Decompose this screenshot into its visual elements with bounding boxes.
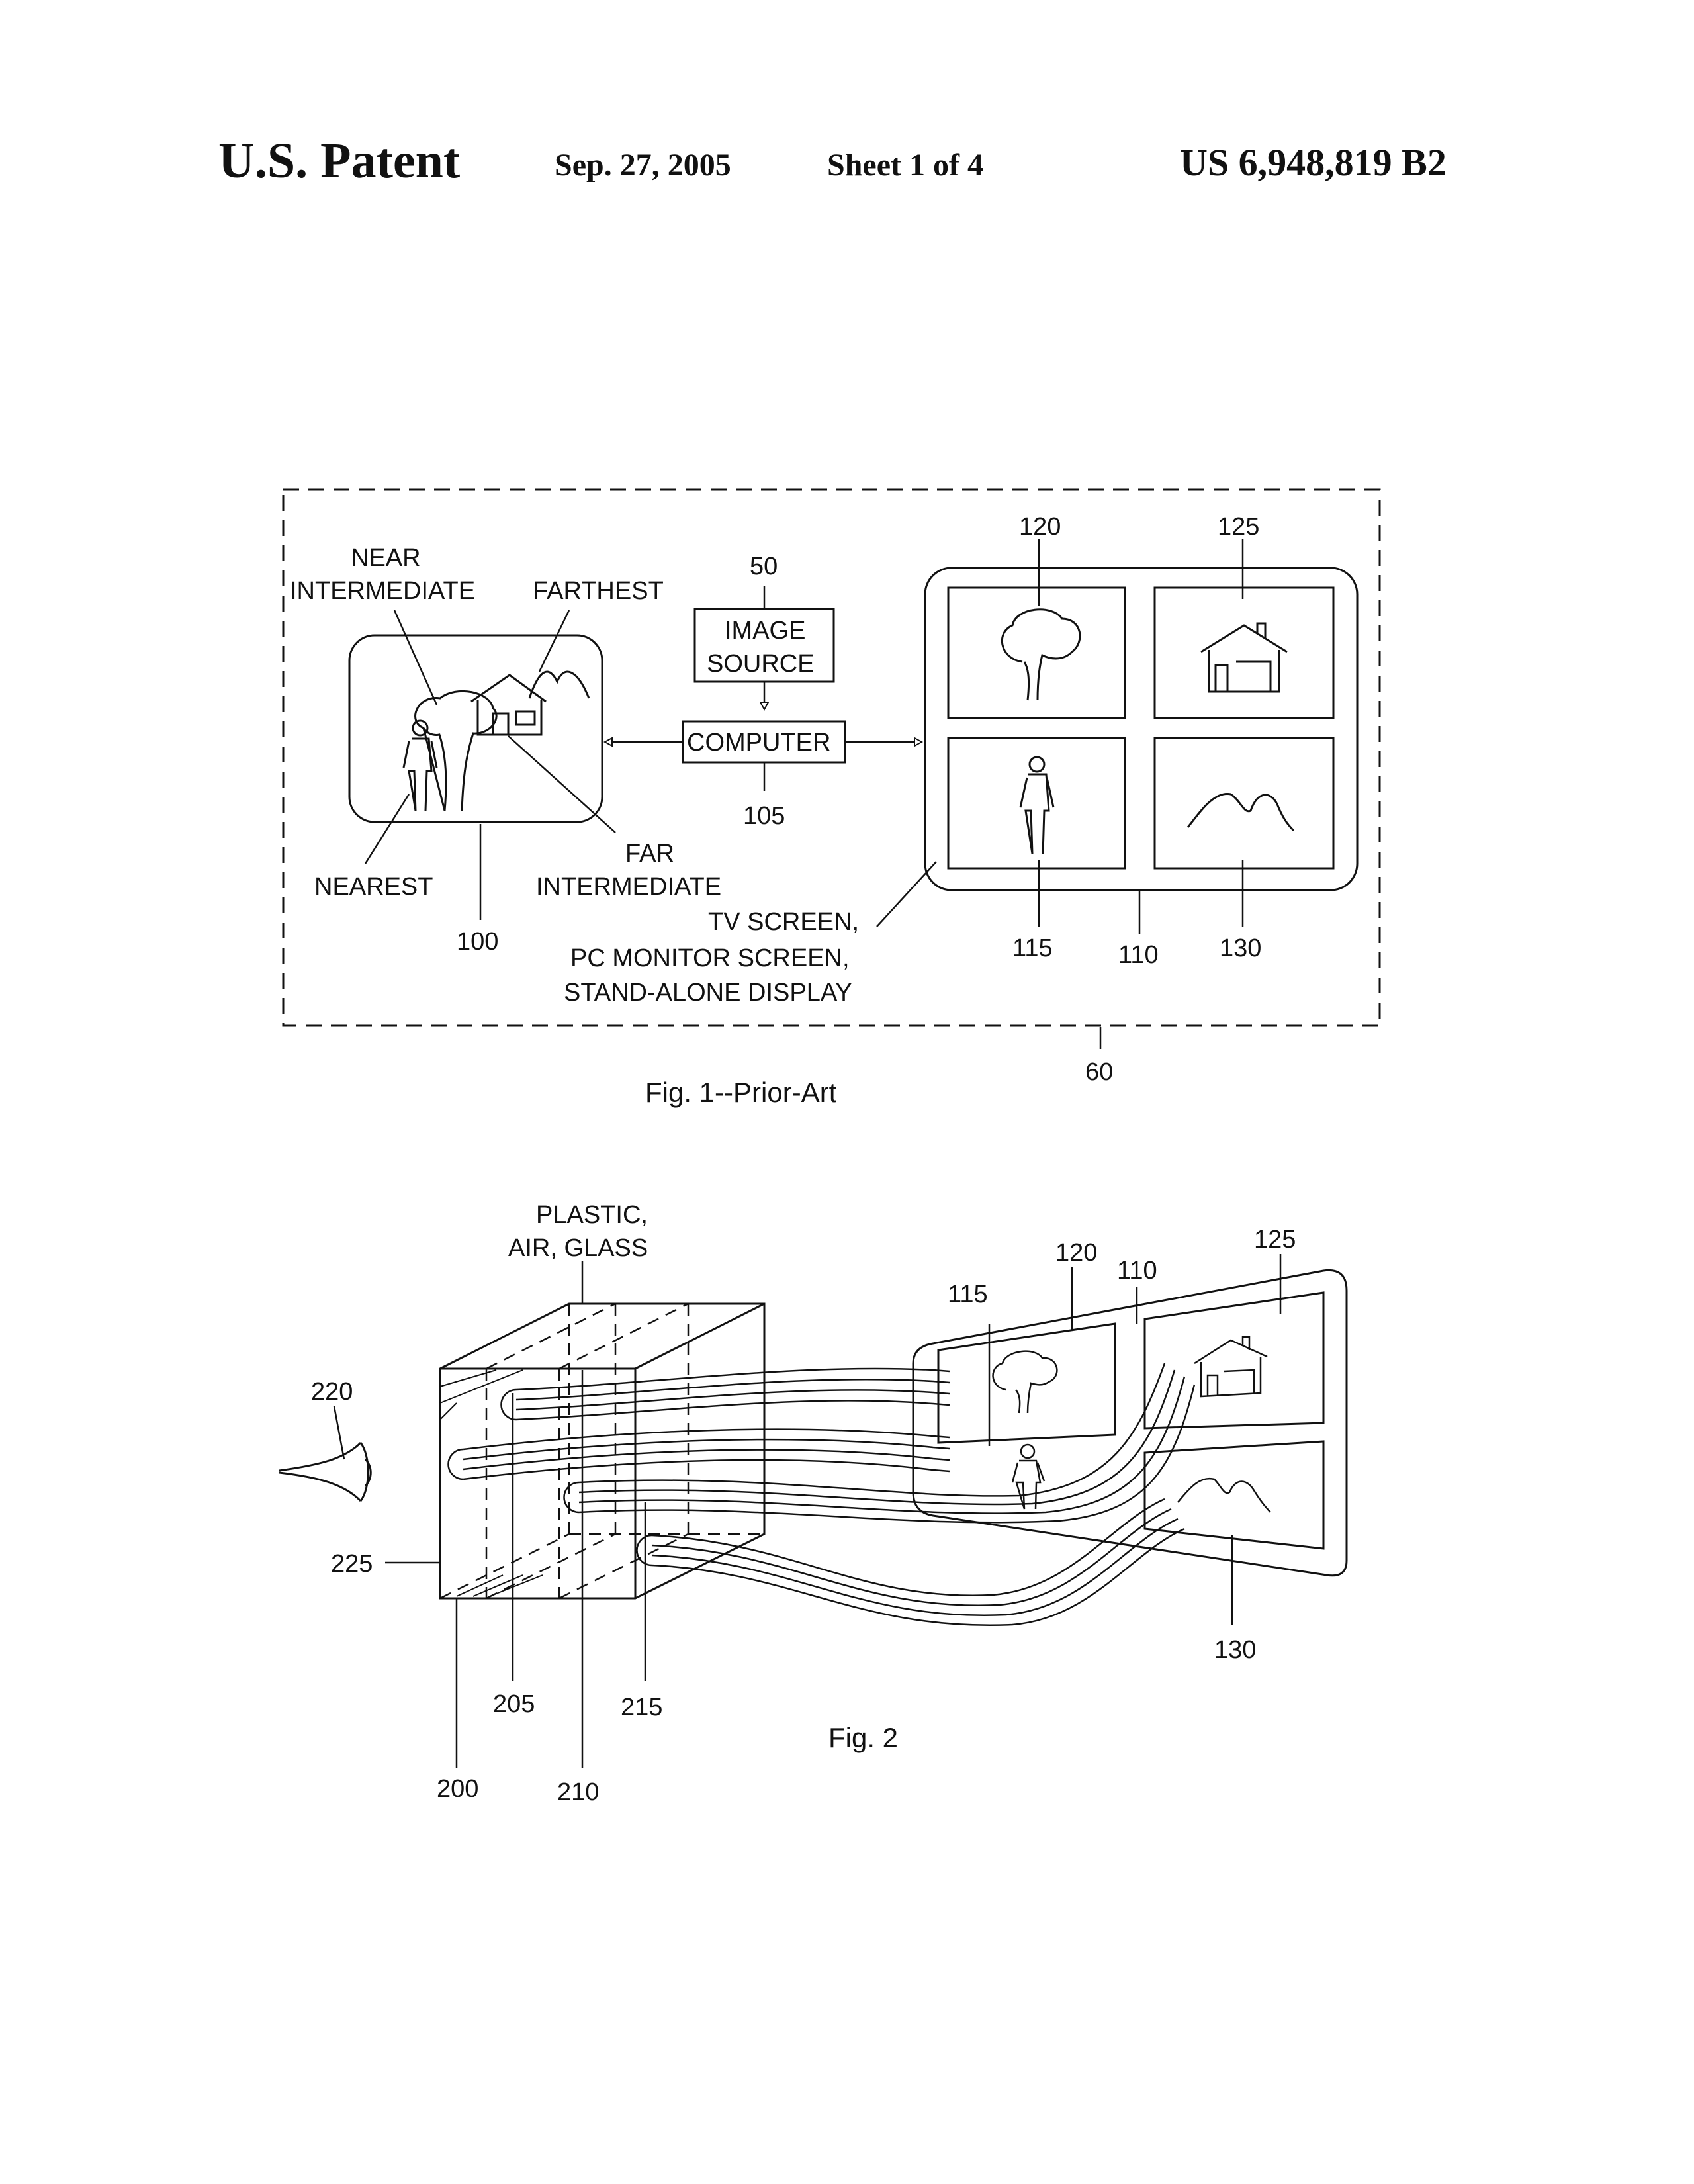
figure-2-labels: PLASTIC, AIR, GLASS 220 225 205 215 200 … <box>311 1201 1296 1806</box>
patent-date: Sep. 27, 2005 <box>555 148 731 183</box>
fiber-bundles <box>447 1363 1196 1626</box>
label-pc-monitor: PC MONITOR SCREEN, <box>570 944 850 972</box>
panel-person-icon <box>1019 756 1055 854</box>
fig1-caption: Fig. 1--Prior-Art <box>645 1077 837 1108</box>
system-boundary <box>282 488 1381 1027</box>
ref-105: 105 <box>743 802 785 830</box>
panel-house-icon <box>1200 622 1288 693</box>
sheet-number: Sheet 1 of 4 <box>827 148 983 183</box>
figure-1-labels: NEAR INTERMEDIATE FARTHEST NEAREST FAR I… <box>290 513 1261 1108</box>
display-frame <box>924 567 1359 891</box>
ref-220: 220 <box>311 1378 353 1406</box>
fig2-tree-icon <box>992 1350 1058 1414</box>
ref-120-fig2: 120 <box>1055 1239 1097 1267</box>
fig2-mountains-icon <box>1177 1477 1271 1513</box>
scene-tree-icon <box>414 690 498 811</box>
ref-215: 215 <box>621 1694 662 1721</box>
panel-tree-icon <box>1001 608 1081 701</box>
fig2-caption: Fig. 2 <box>828 1722 898 1753</box>
ref-205: 205 <box>493 1690 535 1718</box>
ref-130: 130 <box>1220 934 1261 962</box>
label-source: SOURCE <box>707 650 815 678</box>
label-nearest: NEAREST <box>314 873 433 901</box>
label-farthest: FARTHEST <box>533 577 664 605</box>
fig2-house-icon <box>1194 1336 1268 1398</box>
ref-210: 210 <box>557 1778 599 1806</box>
figure-2 <box>279 1254 1348 1768</box>
scene-frame <box>348 634 603 823</box>
label-stand-alone: STAND-ALONE DISPLAY <box>564 979 852 1007</box>
label-plastic: PLASTIC, <box>536 1201 648 1229</box>
ref-125-fig2: 125 <box>1254 1226 1296 1253</box>
label-far: FAR <box>625 840 674 868</box>
fig2-person-icon <box>1011 1443 1046 1510</box>
ref-60: 60 <box>1085 1058 1113 1086</box>
panel-130 <box>1153 737 1335 870</box>
label-tv-screen: TV SCREEN, <box>708 908 859 936</box>
ref-50: 50 <box>750 553 778 580</box>
patent-number: US 6,948,819 B2 <box>1180 141 1447 184</box>
label-air-glass: AIR, GLASS <box>508 1234 648 1262</box>
ref-125: 125 <box>1218 513 1259 541</box>
ref-225: 225 <box>331 1550 373 1578</box>
ref-110: 110 <box>1118 941 1159 969</box>
ref-115-fig2: 115 <box>948 1281 988 1308</box>
ref-130-fig2: 130 <box>1214 1636 1256 1664</box>
label-near: NEAR <box>351 544 421 572</box>
panel-115 <box>947 737 1126 870</box>
ref-100: 100 <box>457 928 498 956</box>
label-intermediate: INTERMEDIATE <box>290 577 475 605</box>
ref-120: 120 <box>1019 513 1061 541</box>
label-far-intermediate: INTERMEDIATE <box>536 873 721 901</box>
scene-mountains-icon <box>528 670 590 699</box>
panel-125 <box>1153 586 1335 719</box>
label-computer: COMPUTER <box>687 729 830 756</box>
scene-person-icon <box>402 719 438 811</box>
figure-1 <box>282 488 1381 1049</box>
scene-house-icon <box>470 674 547 736</box>
fig2-display <box>912 1269 1348 1577</box>
eye-icon <box>279 1441 372 1502</box>
optical-block <box>439 1302 766 1600</box>
label-image: IMAGE <box>725 617 805 645</box>
panel-mountains-icon <box>1186 793 1295 832</box>
ref-200: 200 <box>437 1775 478 1803</box>
ref-110-fig2: 110 <box>1117 1257 1157 1285</box>
panel-120 <box>947 586 1126 719</box>
patent-title: U.S. Patent <box>218 133 461 189</box>
ref-115: 115 <box>1012 934 1053 962</box>
